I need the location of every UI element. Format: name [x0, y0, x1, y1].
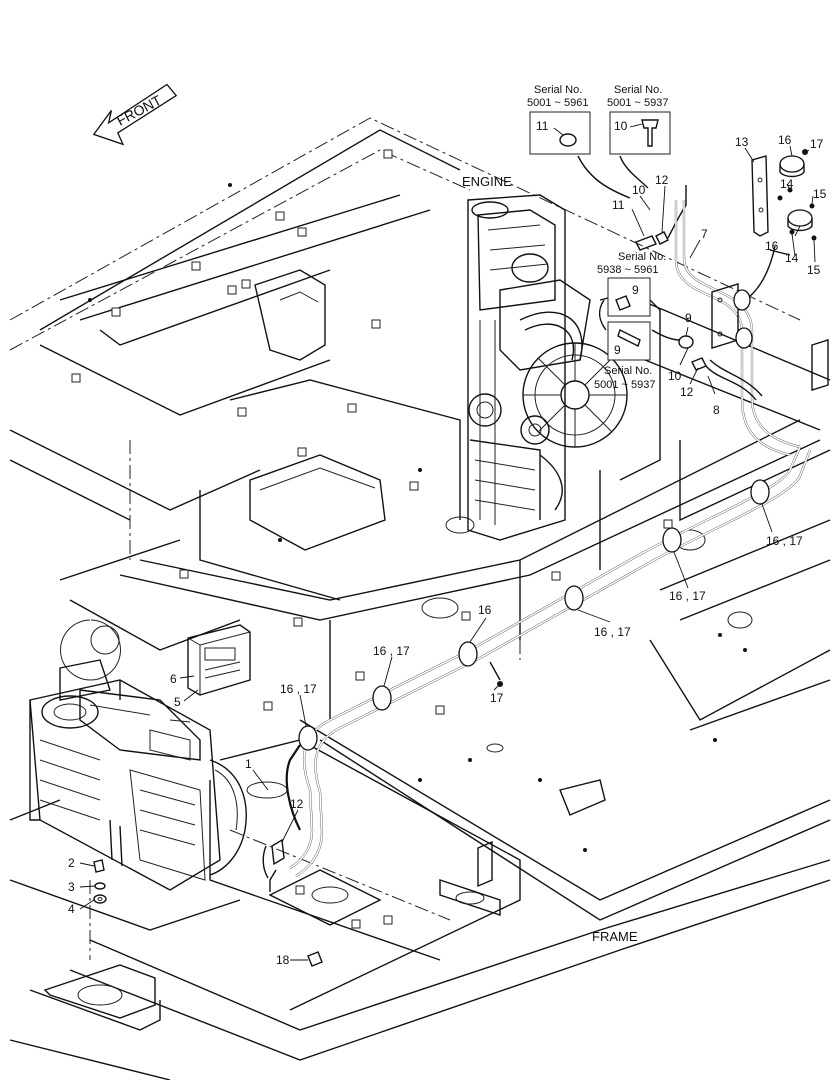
serial-box-9-lower: 9 Serial No. 5001 ~ 5937 — [594, 321, 655, 391]
hose-1 — [262, 446, 812, 892]
serial-leader-9b — [651, 329, 681, 341]
callout-7: 7 — [701, 227, 708, 241]
serial-range: 5001 ~ 5937 — [594, 379, 655, 391]
callout-12-mid: 12 — [680, 385, 694, 399]
serial-range: 5001 ~ 5961 — [527, 97, 588, 109]
frame-label: FRAME — [592, 929, 638, 944]
callout-16-top: 16 — [778, 133, 792, 147]
callout-12-lower: 12 — [290, 797, 304, 811]
callout-9: 9 — [685, 311, 692, 325]
callout-12-upper: 12 — [655, 173, 669, 187]
serial-part-number: 9 — [632, 283, 639, 297]
control-panel — [187, 624, 251, 696]
serial-leader-9 — [598, 299, 607, 331]
frame-bolts — [71, 149, 747, 929]
callout-15-lower: 15 — [807, 263, 821, 277]
callout-2: 2 — [68, 856, 75, 870]
callout-8: 8 — [713, 403, 720, 417]
callout-5: 5 — [174, 695, 181, 709]
callout-13: 13 — [735, 135, 749, 149]
callout-leaders — [79, 145, 816, 961]
callout-16-17-c: 16 , 17 — [594, 625, 631, 639]
callout-1: 1 — [245, 757, 252, 771]
serial-part-number: 10 — [614, 119, 628, 133]
callout-10-upper: 10 — [632, 183, 646, 197]
serial-range: 5001 ~ 5937 — [607, 97, 668, 109]
callout-16-17-d: 16 , 17 — [373, 644, 410, 658]
engine-fittings — [635, 185, 801, 457]
callout-16-17-e: 16 , 17 — [280, 682, 317, 696]
serial-range: 5938 ~ 5961 — [597, 264, 658, 276]
callout-14-lower: 14 — [785, 251, 799, 265]
callout-6: 6 — [170, 672, 177, 686]
callout-16-17-a: 16 , 17 — [766, 534, 803, 548]
callout-15-upper: 15 — [813, 187, 827, 201]
callout-10-lower: 10 — [668, 369, 682, 383]
serial-part-number: 9 — [614, 343, 621, 357]
serial-box-9-upper: Serial No. 5938 ~ 5961 9 — [597, 251, 666, 317]
callout-16-17-b: 16 , 17 — [669, 589, 706, 603]
serial-title: Serial No. — [614, 84, 662, 96]
serial-title: Serial No. — [604, 365, 652, 377]
upper-frame — [9, 117, 831, 731]
callout-3: 3 — [68, 880, 75, 894]
lower-frame — [9, 719, 831, 1080]
callout-16: 16 — [478, 603, 492, 617]
callout-17-top: 17 — [810, 137, 824, 151]
engine-label: ENGINE — [462, 174, 512, 189]
callout-4: 4 — [68, 902, 75, 916]
front-label: FRONT — [114, 92, 164, 129]
callout-17: 17 — [490, 691, 504, 705]
serial-box-10: Serial No. 5001 ~ 5937 10 — [607, 84, 671, 155]
air-conditioner-unit — [29, 659, 247, 891]
callout-16-mid: 16 — [765, 239, 779, 253]
serial-leader-11 — [577, 155, 631, 199]
front-direction-arrow: FRONT — [92, 83, 178, 146]
serial-title: Serial No. — [618, 251, 666, 263]
callout-18: 18 — [276, 953, 290, 967]
hose-clamps — [298, 289, 770, 751]
callouts: 1 2 3 4 5 6 7 8 9 10 10 11 12 12 12 13 1… — [68, 133, 827, 967]
serial-part-number: 11 — [536, 119, 549, 133]
serial-box-11: Serial No. 5001 ~ 5961 11 — [527, 84, 591, 155]
serial-title: Serial No. — [534, 84, 582, 96]
callout-14-upper: 14 — [780, 177, 794, 191]
serial-leader-10 — [619, 155, 649, 189]
bracket-assembly — [744, 149, 817, 301]
hardware-items — [93, 859, 323, 967]
callout-11: 11 — [612, 198, 625, 212]
